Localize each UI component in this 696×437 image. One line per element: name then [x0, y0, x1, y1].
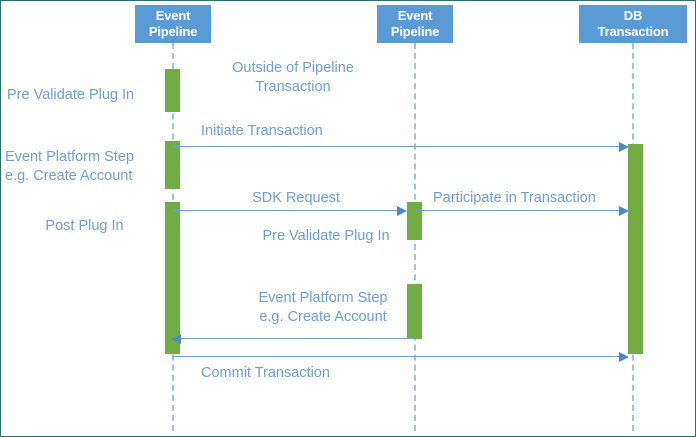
participant-label-line2: Pipeline: [390, 24, 440, 39]
activation-bar-sdk-pre-validate[interactable]: [407, 202, 422, 240]
arrow-head-commit-transaction: [619, 352, 629, 362]
participant-label-line1: DB: [623, 8, 643, 23]
arrow-head-initiate-transaction: [619, 142, 629, 152]
arrow-head-participate-in-transaction: [619, 206, 629, 216]
activation-bar-sdk-event-platform-step[interactable]: [407, 284, 422, 339]
activation-bar-post-plug-in[interactable]: [165, 202, 180, 354]
arrow-head-sdk-request: [397, 206, 407, 216]
participant-label-line2: Pipeline: [148, 24, 198, 39]
message-line-initiate-transaction[interactable]: [173, 146, 621, 147]
annotation-post-plug-in: Post Plug In: [45, 218, 124, 234]
message-label-sdk-request: SDK Request: [252, 190, 340, 206]
participant-header-event-pipeline-1[interactable]: Event Pipeline: [135, 5, 211, 43]
message-label-event-platform-step-return: Event Platform Step e.g. Create Account: [258, 290, 388, 325]
participant-label-line2: Transaction: [597, 24, 669, 39]
activation-bar-pre-validate-plug-in[interactable]: [165, 69, 180, 112]
message-line-commit-transaction[interactable]: [173, 356, 621, 357]
participant-label-line1: Event: [397, 8, 433, 23]
participant-header-event-pipeline-2[interactable]: Event Pipeline: [377, 5, 453, 43]
participant-label-line1: Event: [155, 8, 191, 23]
arrow-head-event-platform-step-return: [171, 334, 181, 344]
activation-bar-event-platform-step[interactable]: [165, 141, 180, 189]
message-label-participate-in-transaction: Participate in Transaction: [433, 190, 596, 206]
note-label-outside-of-pipeline-transaction: Outside of Pipeline Transaction: [232, 60, 354, 95]
participant-header-db-transaction[interactable]: DB Transaction: [579, 5, 687, 43]
annotation-event-platform-step: Event Platform Step e.g. Create Account: [5, 149, 134, 184]
message-line-sdk-request[interactable]: [173, 210, 397, 211]
annotation-pre-validate-plug-in: Pre Validate Plug In: [7, 87, 135, 103]
message-line-participate-in-transaction[interactable]: [415, 210, 621, 211]
note-label-pre-validate-plug-in-middle: Pre Validate Plug In: [262, 228, 390, 244]
activation-bar-db-transaction[interactable]: [628, 144, 643, 354]
message-label-initiate-transaction: Initiate Transaction: [201, 123, 323, 139]
message-line-event-platform-step-return[interactable]: [181, 338, 414, 339]
message-label-commit-transaction: Commit Transaction: [201, 365, 330, 381]
